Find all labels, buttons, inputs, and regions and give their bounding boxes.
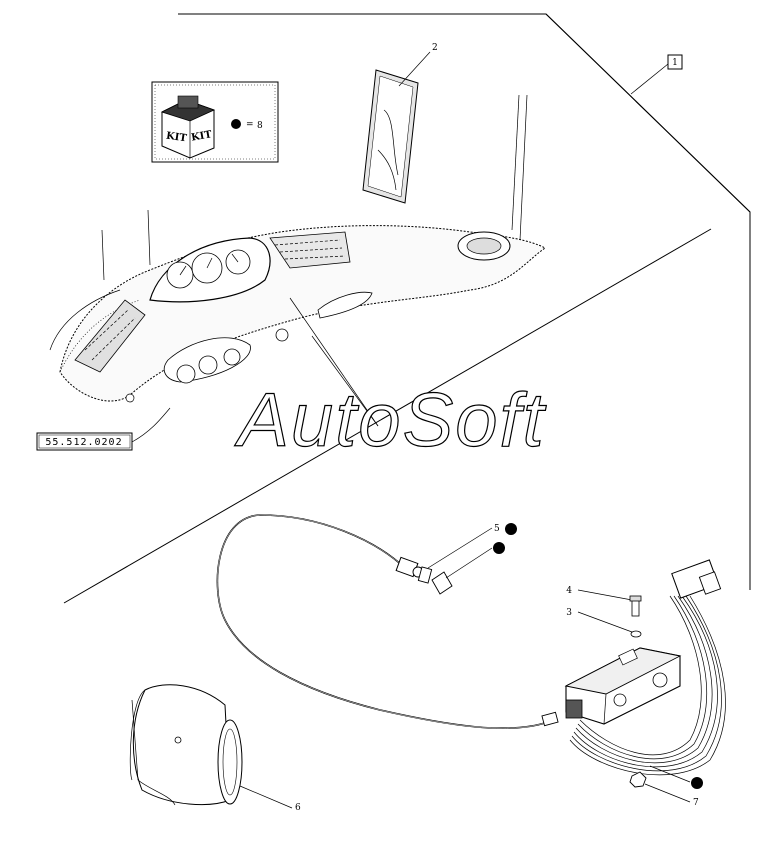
assembly-boundary: [63, 13, 751, 604]
svg-text:5: 5: [494, 524, 500, 534]
svg-text:8: 8: [257, 121, 263, 131]
part-7-nut: 7: [629, 771, 699, 808]
svg-text:7: 7: [693, 798, 699, 808]
svg-text:=: =: [246, 120, 254, 130]
clip-bullet: [493, 542, 505, 554]
part-5-cap: 5: [417, 523, 517, 584]
svg-text:1: 1: [672, 58, 678, 68]
callout-1: 1: [630, 54, 683, 95]
part-6-pouch: 6: [129, 684, 301, 813]
harness-bullet: [691, 777, 703, 789]
svg-text:4: 4: [566, 586, 572, 596]
watermark: AutoSoft: [234, 378, 546, 463]
part-3-washer: 3: [566, 608, 642, 638]
part-2-manual: 2: [362, 43, 438, 204]
control-unit: [564, 647, 682, 725]
dashboard-assembly: [49, 94, 546, 427]
svg-text:3: 3: [566, 608, 572, 618]
kit-legend: KIT KIT = 8: [151, 81, 279, 163]
kit-bullet: [231, 119, 241, 129]
clip-part: [431, 542, 505, 595]
antenna-cable: [216, 514, 559, 729]
callout-5-bullet: [505, 523, 517, 535]
wiring-harness: [569, 559, 726, 789]
kit-box-icon: KIT KIT: [160, 95, 216, 159]
reference-box: 55.512.0202: [36, 407, 171, 451]
svg-text:6: 6: [295, 803, 301, 813]
svg-text:55.512.0202: 55.512.0202: [45, 437, 122, 448]
svg-text:2: 2: [432, 43, 438, 53]
svg-text:KIT: KIT: [190, 129, 213, 144]
part-4-screw: 4: [566, 586, 642, 617]
svg-text:KIT: KIT: [165, 131, 188, 145]
